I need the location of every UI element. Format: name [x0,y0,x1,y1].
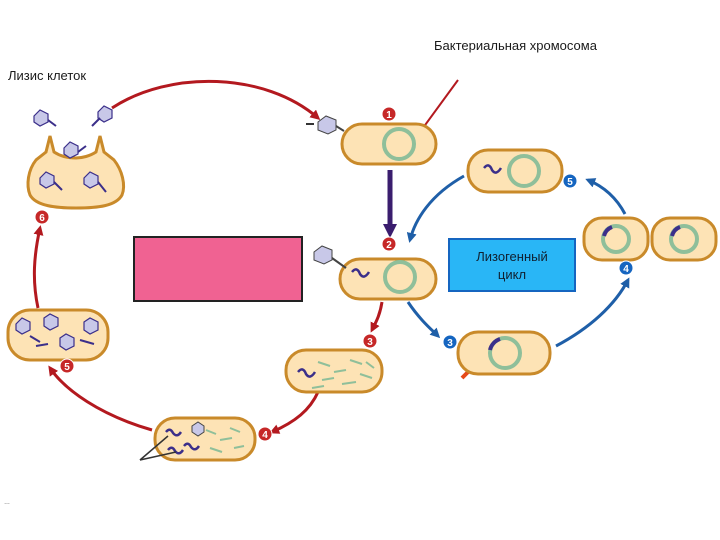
step-badge-lytic-5: 5 [59,358,75,374]
cell-step-3-lysogenic [456,330,552,376]
lysogenic-arrow-4-to-5 [585,178,627,215]
cell-step-5-lytic [6,308,110,362]
step-badge-lysogenic-4-text: 4 [623,264,629,275]
highlight-box [133,236,303,302]
step-badge-lytic-2: 2 [381,236,397,252]
cell-step-3-lytic [284,348,384,394]
step-badge-lytic-5-text: 5 [64,362,70,373]
step-badge-lysogenic-5-text: 5 [567,177,573,188]
step-badge-lysogenic-3-text: 3 [447,338,453,349]
step-badge-lytic-6-text: 6 [39,213,45,224]
lytic-arrow-5-to-6 [32,225,44,309]
lysogenic-cycle-label-line2: цикл [497,267,527,282]
chromosome-pointer-arrow [418,79,459,135]
step-badge-lytic-6: 6 [34,209,50,225]
cell-step-1 [306,115,438,166]
lytic-arrow-4-to-5 [48,365,153,432]
cell-step-4-lytic [139,416,257,462]
cell-lysis-label: Лизис клеток [8,68,87,83]
step-badge-lytic-4-text: 4 [262,430,268,441]
lysogenic-arrow-2-to-3 [406,301,441,339]
cell-step-5-lysogenic [466,148,564,194]
step-badge-lytic-3-text: 3 [367,337,373,348]
lysogenic-cycle-box: Лизогенный цикл [448,238,576,292]
footer-mark: … [4,500,10,506]
step-badge-lytic-3: 3 [362,333,378,349]
lysogenic-arrow-3-to-4 [555,277,630,348]
lytic-arrow-6-to-1 [111,79,321,120]
lysogenic-cycle-label-line1: Лизогенный [476,249,548,264]
step-badge-lytic-1: 1 [381,106,397,122]
cell-step-6-lysis [26,105,126,210]
step-badge-lytic-2-text: 2 [386,240,392,251]
lytic-arrow-3-to-4 [269,391,320,434]
bacterial-chromosome-label: Бактериальная хромосома [434,38,597,53]
cell-step-4-lysogenic [582,216,718,262]
step-badge-lysogenic-5: 5 [562,173,578,189]
lytic-arrow-2-to-3 [370,301,384,333]
step-badge-lysogenic-3: 3 [442,334,458,350]
cell-step-2 [313,245,438,301]
lysogenic-arrow-5-to-2 [406,174,465,243]
step-badge-lytic-4: 4 [257,426,273,442]
step-badge-lysogenic-4: 4 [618,260,634,276]
step-badge-lytic-1-text: 1 [386,110,392,121]
